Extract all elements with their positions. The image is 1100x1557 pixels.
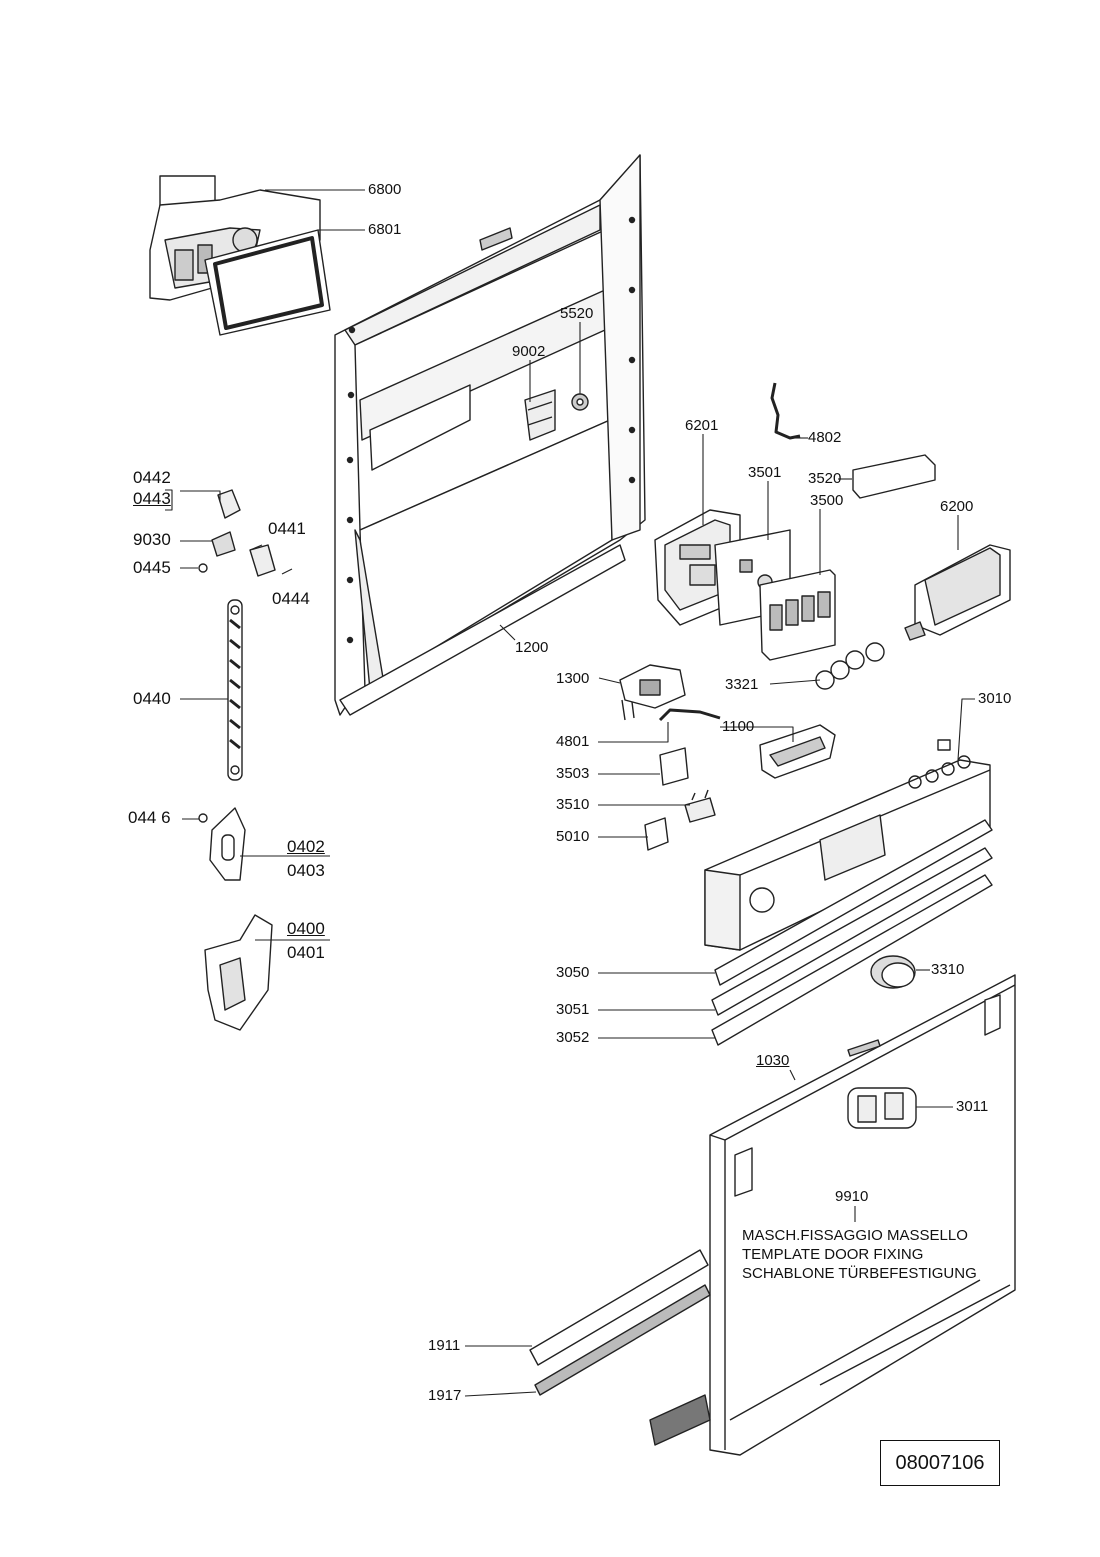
label-0403: 0403	[287, 861, 325, 880]
label-6200: 6200	[940, 498, 974, 515]
leader-lines	[165, 189, 975, 1397]
label-3011: 3011	[956, 1098, 989, 1115]
label-4802: 4802	[808, 429, 842, 446]
note-line-it: MASCH.FISSAGGIO MASSELLO	[742, 1227, 968, 1244]
label-0442: 0442	[133, 468, 171, 487]
label-3310: 3310	[931, 961, 965, 978]
label-0444: 0444	[272, 589, 310, 608]
label-3050: 3050	[556, 964, 590, 981]
label-0400: 0400	[287, 919, 325, 938]
knobs-part	[815, 642, 885, 690]
board-part	[659, 747, 689, 786]
label-4801: 4801	[556, 733, 590, 750]
label-0402: 0402	[287, 837, 325, 856]
label-3500: 3500	[810, 492, 844, 509]
template-note: MASCH.FISSAGGIO MASSELLO TEMPLATE DOOR F…	[742, 1226, 977, 1283]
dispenser-part	[149, 175, 331, 336]
label-0441: 0441	[268, 519, 306, 538]
label-5010: 5010	[556, 828, 590, 845]
label-0445: 0445	[133, 558, 171, 577]
handle-part	[759, 724, 836, 779]
label-3010: 3010	[978, 690, 1012, 707]
label-6800: 6800	[368, 181, 402, 198]
label-1300: 1300	[556, 670, 590, 687]
brackets-group	[847, 1087, 917, 1129]
label-9910: 9910	[835, 1188, 869, 1205]
label-1911: 1911	[428, 1337, 461, 1354]
wire-part	[770, 382, 801, 440]
label-0443: 0443	[133, 489, 171, 508]
lock-part	[619, 664, 686, 721]
label-3503: 3503	[556, 765, 590, 782]
bracket-part	[524, 389, 589, 441]
label-6801: 6801	[368, 221, 402, 238]
part-5010	[644, 817, 669, 851]
label-1917: 1917	[428, 1387, 462, 1404]
outer-door-panel	[709, 974, 1016, 1456]
label-9030: 9030	[133, 530, 171, 549]
label-5520: 5520	[560, 305, 594, 322]
label-6201: 6201	[685, 417, 719, 434]
knob-part	[870, 955, 916, 989]
label-3051: 3051	[556, 1001, 590, 1018]
label-0440: 0440	[133, 689, 171, 708]
module-part	[904, 544, 1011, 641]
cap-part	[852, 454, 936, 499]
inner-door-frame	[334, 154, 646, 716]
label-1030: 1030	[756, 1052, 790, 1069]
label-3520: 3520	[808, 470, 842, 487]
label-9002: 9002	[512, 343, 546, 360]
wire-part-2	[658, 708, 721, 722]
label-0401: 0401	[287, 943, 325, 962]
note-line-en: TEMPLATE DOOR FIXING	[742, 1246, 924, 1263]
label-3510: 3510	[556, 796, 590, 813]
hinge-assembly	[198, 489, 276, 1031]
keypad-part	[759, 569, 836, 661]
label-3052: 3052	[556, 1029, 590, 1046]
switch-part	[684, 789, 716, 823]
housing-part	[654, 509, 741, 626]
label-0446: 044 6	[128, 808, 171, 827]
strips-part	[711, 819, 993, 1046]
label-3321: 3321	[725, 676, 759, 693]
rails-part	[529, 1249, 711, 1446]
note-line-de: SCHABLONE TÜRBEFESTIGUNG	[742, 1265, 977, 1282]
label-1100: 1100	[722, 718, 755, 735]
drawing-code-box: 08007106	[880, 1440, 1000, 1486]
label-1200: 1200	[515, 639, 549, 656]
label-3501: 3501	[748, 464, 782, 481]
